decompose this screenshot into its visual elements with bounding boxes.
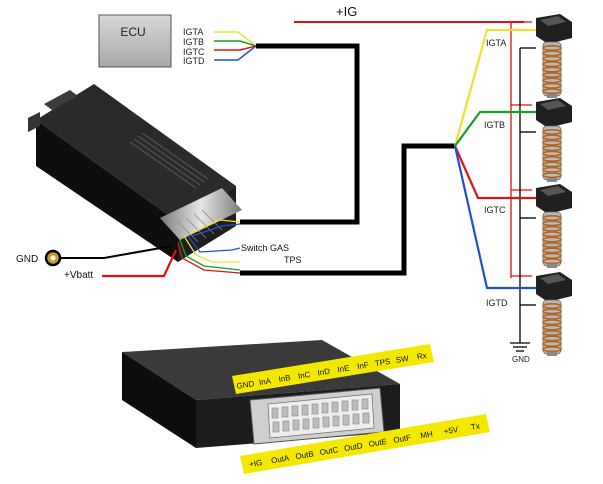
bottom-pin-ig: +IG xyxy=(249,458,263,469)
top-pin-sw: SW xyxy=(395,354,410,365)
coil-signal-wires xyxy=(453,28,540,290)
wire-coil-igtd xyxy=(453,145,540,290)
ignition-coil-icon xyxy=(536,98,572,182)
connector-pin-slots xyxy=(271,398,370,433)
coil-label-igta: IGTA xyxy=(486,38,506,48)
top-pin-ine: InE xyxy=(337,364,350,375)
ignition-coil-icon xyxy=(536,184,572,268)
ignition-coils xyxy=(536,14,572,356)
top-pin-inc: InC xyxy=(297,370,311,381)
coil-ground: GND xyxy=(510,47,536,364)
coil-labels: IGTA IGTB IGTC IGTD xyxy=(484,38,508,308)
connector-pinout xyxy=(122,340,400,448)
top-pin-tps: TPS xyxy=(374,357,391,368)
harness-module-to-coils xyxy=(240,143,455,276)
module-tail-wires xyxy=(177,219,241,274)
coil-gnd-label: GND xyxy=(512,355,530,364)
wire-ecu-igtb xyxy=(214,40,257,47)
coil-label-igtb: IGTB xyxy=(484,120,505,130)
ig-label: +IG xyxy=(336,4,357,19)
coil-label-igtc: IGTC xyxy=(484,205,506,215)
top-pin-strip xyxy=(232,344,434,394)
ignition-coil-icon xyxy=(536,14,572,98)
ecu-signal-wires xyxy=(214,31,257,61)
top-pin-gnd: GND xyxy=(236,379,255,391)
ecu-box: ECU xyxy=(98,14,172,68)
module-vbatt: +Vbatt xyxy=(64,249,177,281)
wire-ecu-igtc xyxy=(214,45,257,51)
bottom-pin-outd: OutD xyxy=(343,441,363,453)
bottom-pin-mh: MH xyxy=(420,429,434,440)
top-pin-inb: InB xyxy=(278,373,291,384)
module-gnd: GND xyxy=(16,245,173,267)
bottom-pin-5v: +5V xyxy=(443,425,459,436)
module-gnd-label: GND xyxy=(16,254,38,265)
wire-coil-igtc xyxy=(453,145,540,200)
harness-ecu-to-module xyxy=(240,43,360,225)
top-pin-ina: InA xyxy=(258,376,272,387)
ecu-signal-igtb: IGTB xyxy=(183,37,204,47)
wire-coil-igta xyxy=(453,28,540,147)
bottom-pin-outa: OutA xyxy=(270,453,290,465)
bottom-pin-outb: OutB xyxy=(295,449,314,461)
harness-bundles xyxy=(240,43,455,276)
ecu-signal-igtc: IGTC xyxy=(183,47,205,57)
bottom-pin-outc: OutC xyxy=(319,445,339,457)
ecu-signal-igtd: IGTD xyxy=(183,56,205,66)
ecu-signal-labels: IGTA IGTB IGTC IGTD xyxy=(183,27,205,66)
wire-ecu-igtd xyxy=(214,45,257,61)
coil-label-igtd: IGTD xyxy=(486,298,508,308)
ground-symbol-icon xyxy=(510,342,530,352)
tps-label: TPS xyxy=(284,255,302,265)
top-pin-inf: InF xyxy=(357,360,370,371)
top-pin-ind: InD xyxy=(317,367,331,378)
module-vbatt-label: +Vbatt xyxy=(64,270,93,281)
wire-coil-igtb xyxy=(454,110,540,147)
top-pin-rx: Rx xyxy=(416,351,427,361)
bottom-pin-labels: +IG OutA OutB OutC OutD OutE OutF MH +5V Tx xyxy=(249,421,481,468)
module-unit xyxy=(28,84,242,262)
wire-ecu-igta xyxy=(214,31,257,47)
ecu-signal-igta: IGTA xyxy=(183,27,203,37)
ig-supply: +IG xyxy=(294,4,532,278)
bottom-pin-tx: Tx xyxy=(470,421,480,431)
bottom-pin-strip xyxy=(240,414,490,474)
switch-gas-label: Switch GAS xyxy=(241,243,289,253)
ecu-label: ECU xyxy=(120,25,145,39)
bottom-pin-oute: OutE xyxy=(368,437,387,449)
bottom-pin-outf: OutF xyxy=(393,433,412,445)
ignition-coil-icon xyxy=(536,272,572,356)
